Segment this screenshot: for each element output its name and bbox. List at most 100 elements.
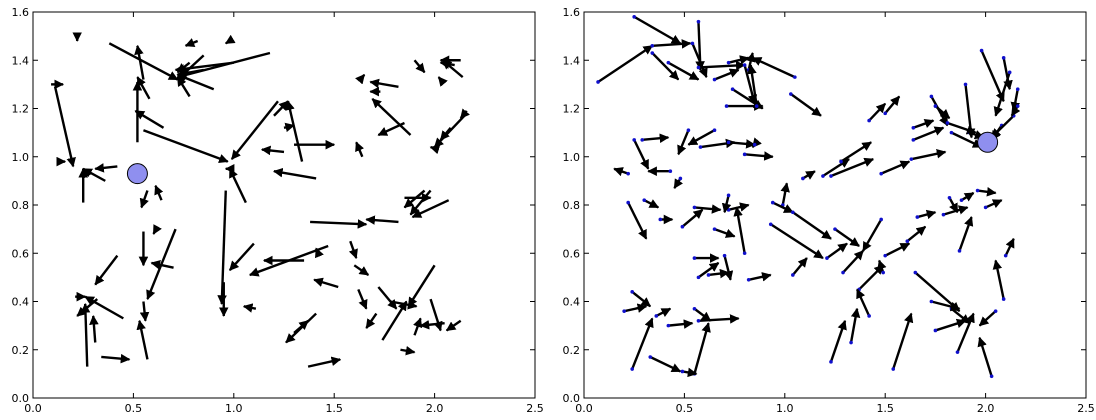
sample-point (1015, 104, 1020, 108)
vector-arrow (687, 129, 716, 146)
x-tick-label: 1.0 (225, 402, 243, 415)
sample-point (632, 138, 636, 142)
vector-arrow (721, 195, 732, 214)
vector-arrow (101, 353, 131, 364)
sample-point (622, 309, 626, 313)
vector-arrow (445, 319, 462, 332)
vector-arrow (698, 314, 740, 324)
sample-point (770, 200, 775, 205)
vector-arrow (108, 42, 179, 81)
plot-area (32, 11, 536, 399)
vector-arrow (906, 225, 927, 243)
vector-arrow (985, 199, 1003, 209)
vector-arrow (884, 95, 901, 115)
vector-arrow (751, 56, 796, 79)
sample-point (833, 227, 837, 231)
vector-arrow (1010, 105, 1021, 117)
vector-arrow (365, 312, 378, 329)
vector-arrow (224, 34, 236, 45)
vector-arrow (790, 93, 822, 117)
vector-arrow (912, 118, 935, 129)
vector-arrow (723, 255, 734, 281)
x-tick-label: 2.5 (1077, 402, 1095, 415)
x-tick-label: 1.5 (325, 402, 343, 415)
vector-arrow (693, 322, 711, 375)
vector-arrow (802, 170, 816, 180)
sample-point (692, 205, 697, 210)
vector-arrow (260, 145, 285, 156)
vector-arrow (642, 133, 670, 144)
vector-arrow (728, 55, 750, 65)
vector-arrow (964, 84, 976, 139)
plot-area (583, 11, 1087, 399)
sample-point (955, 350, 960, 354)
sample-point (791, 210, 795, 215)
x-tick-label: 0.0 (575, 402, 593, 415)
sample-point (883, 111, 887, 116)
vector-arrow (733, 206, 746, 254)
vector-arrow (714, 68, 740, 81)
sample-point (666, 60, 671, 65)
vector-arrow (134, 44, 145, 80)
vector-arrow (355, 141, 365, 158)
sample-point (754, 104, 759, 108)
vector-arrow (840, 141, 872, 163)
vector-arrow (892, 312, 914, 370)
sample-point (730, 87, 735, 91)
vector-arrow (439, 59, 455, 69)
y-tick-label: 0.2 (12, 344, 30, 357)
vector-arrow (633, 15, 682, 45)
sample-point (789, 92, 793, 96)
vector-arrow (884, 242, 911, 257)
vector-arrow (633, 139, 650, 170)
sample-point (630, 367, 634, 371)
vector-arrow (176, 68, 204, 78)
vector-arrow (146, 228, 177, 300)
sample-point (879, 217, 883, 222)
vector-arrow (772, 201, 794, 214)
sample-point (933, 328, 938, 333)
sample-point (696, 19, 701, 24)
sample-point (742, 152, 747, 157)
vector-arrow (313, 277, 339, 289)
y-tick-label: 0.2 (563, 344, 581, 357)
sample-point (650, 51, 655, 55)
vector-arrow (978, 310, 997, 327)
sample-point (829, 174, 833, 178)
vector-arrow (355, 73, 366, 85)
vector-arrow (365, 215, 399, 225)
sample-point (905, 239, 910, 243)
vector-arrow (956, 312, 975, 353)
sample-point (915, 215, 920, 219)
vector-arrow (154, 184, 164, 201)
vector-arrow (673, 177, 684, 189)
sample-point (949, 130, 954, 135)
vector-arrow (728, 139, 756, 149)
vector-arrow (217, 190, 227, 305)
vector-arrow (830, 157, 875, 178)
sample-point (825, 256, 829, 260)
vector-arrow (631, 290, 652, 308)
x-tick-label: 1.5 (876, 402, 894, 415)
vector-arrow (369, 78, 399, 89)
vector-arrow (780, 182, 790, 206)
vector-arrow (791, 257, 808, 276)
vector-arrow (960, 191, 975, 202)
vector-arrow (429, 298, 443, 332)
vector-arrow (950, 131, 983, 149)
goal-marker (977, 131, 999, 153)
vector-arrow (822, 158, 850, 178)
vector-arrow (977, 336, 993, 377)
vector-arrow (228, 167, 247, 204)
vector-arrow (377, 121, 405, 137)
vector-arrow (855, 288, 871, 317)
vector-arrow (230, 100, 279, 160)
vector-arrow (911, 149, 947, 161)
vector-arrow (242, 303, 257, 313)
vector-arrow (912, 126, 945, 141)
vector-arrow (80, 302, 91, 367)
sample-point (712, 128, 717, 133)
sample-point (821, 174, 825, 178)
vector-arrow (176, 61, 191, 74)
